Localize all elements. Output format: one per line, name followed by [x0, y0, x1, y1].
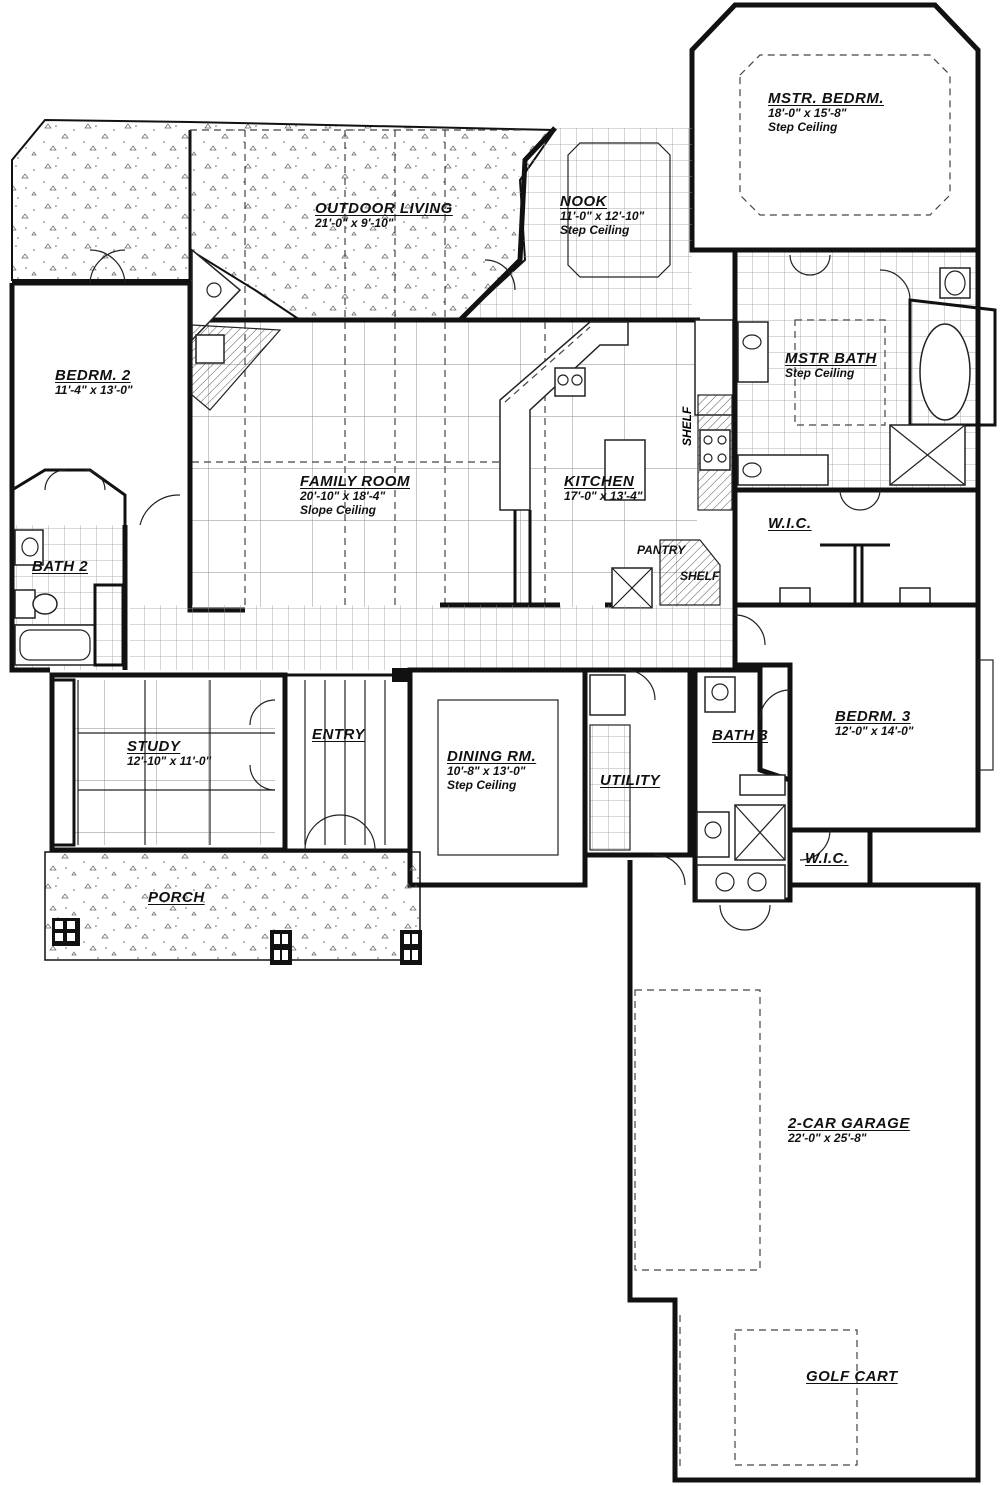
study-area [49, 672, 288, 853]
room-label-bath-2: BATH 2 [32, 558, 88, 575]
room-name: 2-CAR GARAGE [788, 1115, 910, 1132]
room-name: MSTR. BEDRM. [768, 90, 884, 107]
room-label-bedrm-3: BEDRM. 3 12'-0" x 14'-0" [835, 708, 913, 739]
kitchen-island [499, 319, 734, 605]
room-dims: 18'-0" x 15'-8" [768, 106, 847, 121]
dining-area [407, 667, 588, 888]
room-name: FAMILY ROOM [300, 473, 410, 490]
room-dims: 22'-0" x 25'-8" [788, 1131, 867, 1146]
room-label-mstr-bath: MSTR BATH Step Ceiling [785, 350, 877, 381]
porch-area [44, 851, 422, 965]
room-dims: 20'-10" x 18'-4" [300, 489, 386, 504]
room-name: W.I.C. [768, 515, 812, 532]
room-label-utility: UTILITY [600, 772, 660, 789]
room-label-kitchen: KITCHEN 17'-0" x 13'-4" [564, 473, 642, 504]
room-dims: 17'-0" x 13'-4" [564, 489, 643, 504]
room-note: Step Ceiling [768, 120, 838, 135]
room-name: STUDY [127, 738, 181, 755]
shelf-label: SHELF [680, 406, 694, 446]
room-name: PORCH [148, 889, 205, 906]
hallway-floor [130, 605, 735, 670]
master-wic-area [732, 487, 981, 608]
room-name: BEDRM. 3 [835, 708, 911, 725]
room-label-study: STUDY 12'-10" x 11'-0" [127, 738, 211, 769]
room-name: BATH 2 [32, 558, 89, 575]
room-name: W.I.C. [805, 850, 849, 867]
room-label-bath-3: BATH 3 [712, 727, 768, 744]
room-note: Slope Ceiling [300, 503, 377, 518]
room-name: OUTDOOR LIVING [315, 200, 453, 217]
room-label-wic-master: W.I.C. [768, 515, 812, 532]
room-label-family-room: FAMILY ROOM 20'-10" x 18'-4" Slope Ceili… [300, 473, 410, 518]
room-note: Step Ceiling [785, 366, 855, 381]
room-label-bedrm-2: BEDRM. 2 11'-4" x 13'-0" [55, 367, 133, 398]
bath-3-area [692, 662, 793, 903]
utility-area [582, 667, 693, 858]
room-note: Step Ceiling [560, 223, 630, 238]
room-label-wic-bed3: W.I.C. [805, 850, 849, 867]
room-name: NOOK [560, 193, 607, 210]
room-name: ENTRY [312, 726, 366, 743]
room-dims: 11'-4" x 13'-0" [55, 383, 133, 398]
room-name: BEDRM. 2 [55, 367, 131, 384]
room-dims: 21'-0" x 9'-10" [315, 216, 394, 231]
room-name: KITCHEN [564, 473, 635, 490]
room-note: Step Ceiling [447, 778, 517, 793]
room-dims: 11'-0" x 12'-10" [560, 209, 645, 224]
room-label-entry: ENTRY [312, 726, 365, 743]
bedroom-2-area [9, 280, 193, 525]
room-name: UTILITY [600, 772, 661, 789]
room-label-porch: PORCH [148, 889, 205, 906]
room-label-mstr-bedrm: MSTR. BEDRM. 18'-0" x 15'-8" Step Ceilin… [768, 90, 884, 135]
room-label-dining-rm: DINING RM. 10'-8" x 13'-0" Step Ceiling [447, 748, 536, 793]
nook-area [458, 126, 692, 322]
shelf-label: SHELF [680, 569, 720, 583]
family-room-area [187, 290, 700, 613]
master-bath-area [732, 247, 997, 493]
room-dims: 12'-10" x 11'-0" [127, 754, 212, 769]
pantry-area [611, 539, 721, 609]
room-label-garage: 2-CAR GARAGE 22'-0" x 25'-8" [788, 1115, 910, 1146]
room-label-golf-cart: GOLF CART [806, 1368, 898, 1385]
room-name: PANTRY [637, 543, 686, 557]
room-label-nook: NOOK 11'-0" x 12'-10" Step Ceiling [560, 193, 644, 238]
room-dims: 12'-0" x 14'-0" [835, 724, 914, 739]
bath-2-area [9, 525, 128, 673]
room-name: GOLF CART [806, 1368, 898, 1385]
room-name: DINING RM. [447, 748, 537, 765]
room-dims: 10'-8" x 13'-0" [447, 764, 526, 779]
room-name: MSTR BATH [785, 350, 877, 367]
entry-area [285, 668, 412, 852]
vertical-shelf-label: SHELF [680, 407, 694, 446]
door-swings [44, 249, 911, 931]
room-label-outdoor-living: OUTDOOR LIVING 21'-0" x 9'-10" [315, 200, 453, 231]
garage-area [627, 860, 981, 1483]
room-name: BATH 3 [712, 727, 769, 744]
pantry-shelf-label: SHELF [680, 567, 719, 585]
room-label-pantry: PANTRY [637, 541, 685, 559]
fireplace [191, 248, 282, 411]
